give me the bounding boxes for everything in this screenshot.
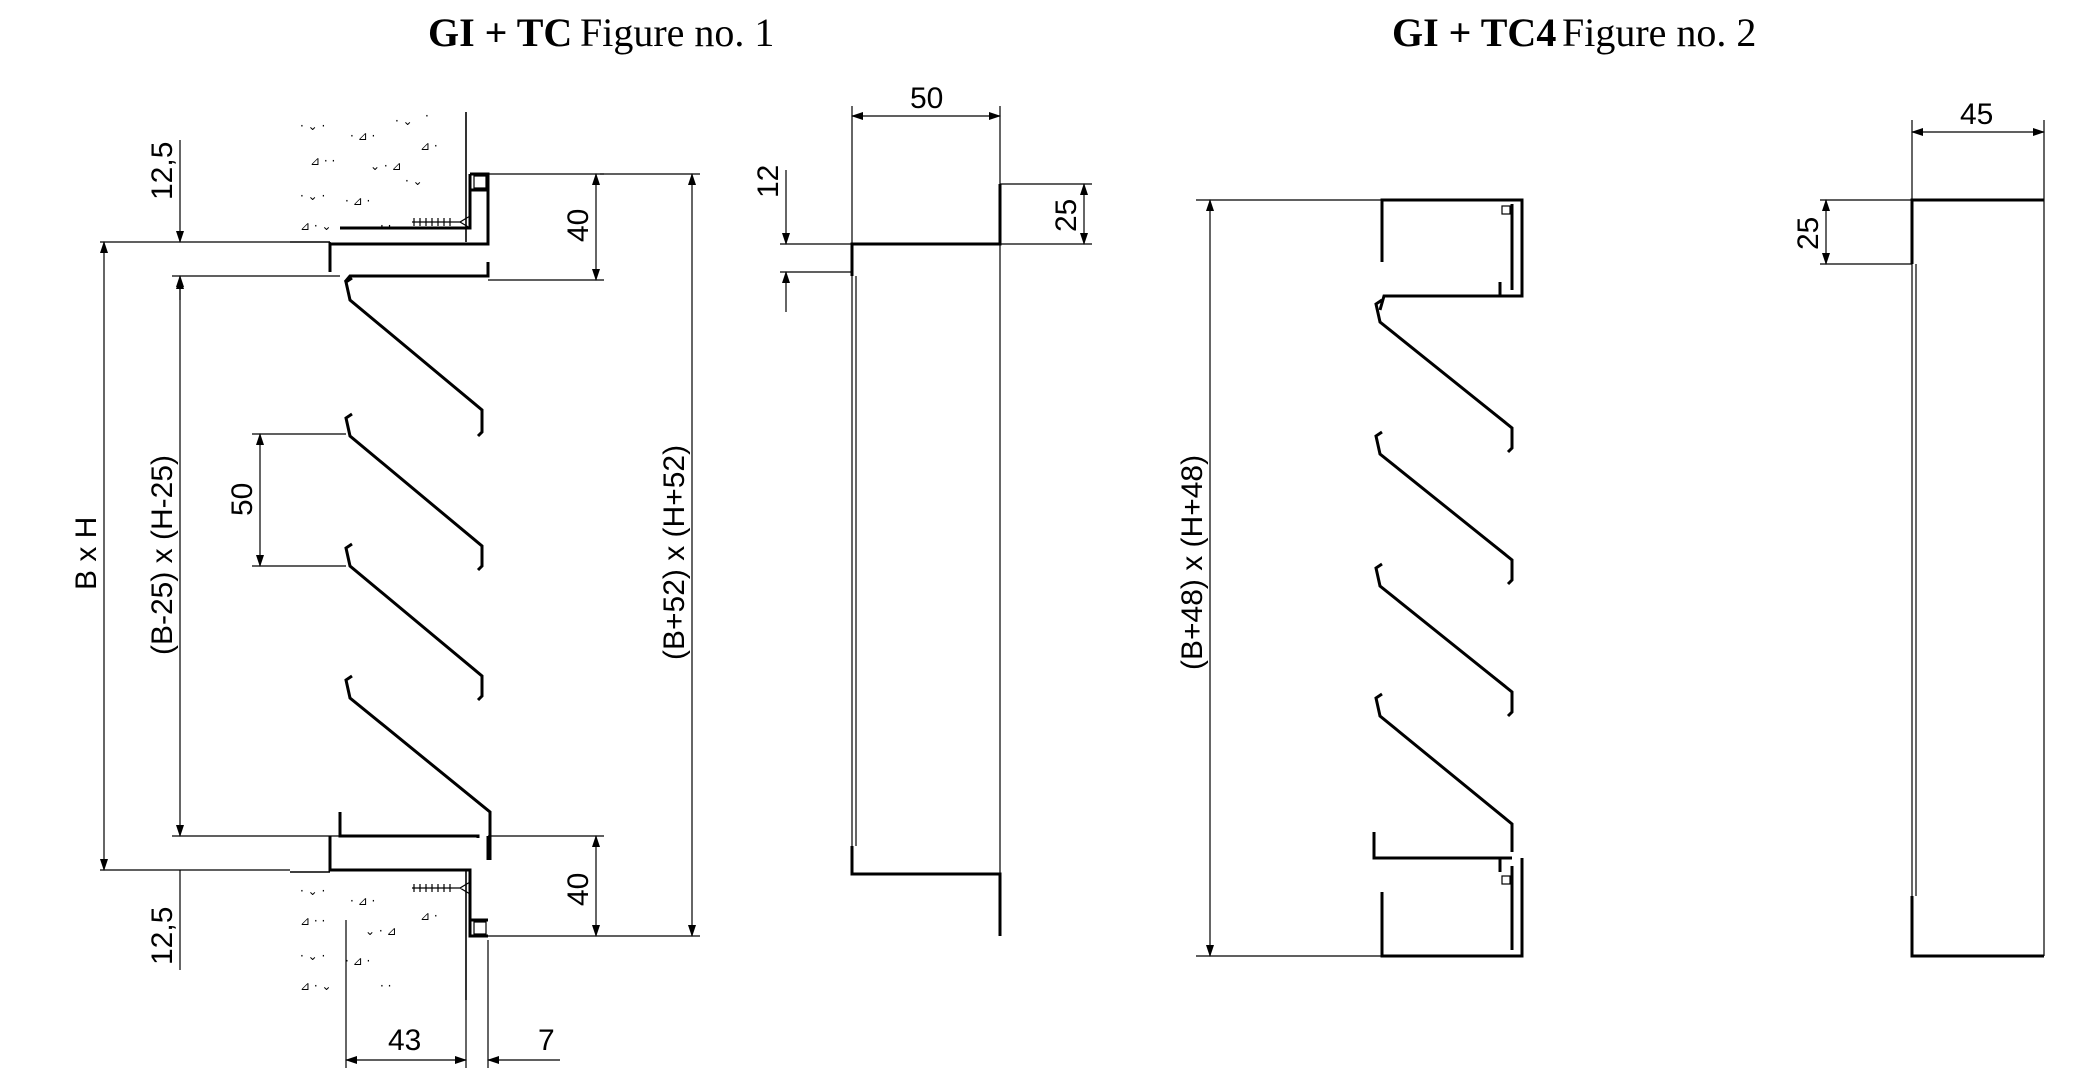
dim-side-lip: 25 — [1050, 199, 1083, 232]
louver-blade — [1374, 562, 1514, 718]
dim-side-width: 45 — [1960, 98, 1993, 131]
dim-overall: B x H — [70, 517, 103, 590]
dim-depth: 43 — [388, 1024, 421, 1057]
figure2-title-label: Figure no. 2 — [1562, 10, 1756, 55]
svg-text:· ⊿ ·: · ⊿ · — [345, 194, 370, 208]
svg-text:· ⊿ ·: · ⊿ · — [350, 129, 375, 143]
dim-side-lip: 25 — [1792, 217, 1825, 250]
dim-top-gap: 12,5 — [146, 142, 179, 200]
louver-blades — [344, 276, 492, 860]
svg-text:· ⌄: · ⌄ — [405, 174, 423, 188]
svg-text:⊿ · ·: ⊿ · · — [300, 914, 325, 928]
dim-side-width: 50 — [910, 82, 943, 115]
svg-text:· ⌄ ·: · ⌄ · — [300, 949, 325, 963]
figure1-title-code: GI + TC — [428, 10, 572, 55]
figure2-title: GI + TC4 Figure no. 2 — [1392, 10, 1756, 55]
svg-text:⊿ · ·: ⊿ · · — [310, 154, 335, 168]
svg-text:· ·: · · — [380, 219, 391, 233]
svg-text:·: · — [425, 109, 429, 123]
dim-flange: 7 — [538, 1024, 555, 1057]
figure1-side-dimensions: 50 12 25 — [752, 82, 1092, 312]
dim-bottom-gap: 12,5 — [146, 907, 179, 965]
svg-text:⊿ · ⌄: ⊿ · ⌄ — [300, 979, 332, 993]
louver-blade — [344, 276, 484, 438]
dim-frame-top: 40 — [562, 209, 595, 242]
figure2-section-view: (B+48) x (H+48) — [1176, 198, 1524, 958]
figure2-side-dimensions: 45 25 — [1792, 98, 2045, 265]
figure2-side-view: 45 25 — [1792, 98, 2045, 958]
louver-blade — [344, 542, 484, 702]
dim-inner: (B-25) x (H-25) — [146, 455, 179, 655]
figure1-title-label: Figure no. 1 — [580, 10, 774, 55]
svg-text:⊿ · ⌄: ⊿ · ⌄ — [300, 219, 332, 233]
figure1-dimensions: 12,5 B x H (B-25) x (H-25) 12,5 50 40 — [70, 140, 700, 1068]
louver-blade — [1374, 430, 1514, 586]
svg-text:⌄ · ⊿: ⌄ · ⊿ — [365, 924, 397, 938]
figure2-title-code: GI + TC4 — [1392, 10, 1556, 55]
svg-text:⊿ ·: ⊿ · — [420, 139, 438, 153]
figure1-title: GI + TC Figure no. 1 — [428, 10, 774, 55]
louver-blade — [1374, 692, 1514, 852]
figure2-dimensions: (B+48) x (H+48) — [1176, 199, 1382, 957]
louver-blade — [344, 412, 484, 572]
svg-text:⌄ · ⊿: ⌄ · ⊿ — [370, 159, 402, 173]
svg-text:· ⌄ ·: · ⌄ · — [300, 189, 325, 203]
dim-frame-bottom: 40 — [562, 873, 595, 906]
figure1-section-view: · ⌄ ·· ⊿ · · ⌄⊿ · · ⌄ · ⊿· ⌄ · · ⊿ ·· ⌄ … — [70, 109, 700, 1068]
figure1-side-view: 50 12 25 — [752, 82, 1092, 936]
dim-side-offset: 12 — [752, 165, 785, 198]
louver-blade — [1374, 298, 1514, 454]
svg-text:· ·: · · — [380, 979, 391, 993]
frame-profile-top — [328, 172, 490, 283]
frame-profile-bottom — [328, 812, 490, 938]
svg-text:· ⊿ ·: · ⊿ · — [345, 954, 370, 968]
svg-text:· ⌄ ·: · ⌄ · — [300, 884, 325, 898]
dim-outer: (B+48) x (H+48) — [1176, 455, 1209, 670]
louver-blades — [1374, 298, 1514, 852]
frame-profile-top — [1378, 198, 1524, 311]
frame-profile-bottom — [1372, 832, 1524, 958]
svg-text:· ⌄ ·: · ⌄ · — [300, 119, 325, 133]
svg-text:⊿ ·: ⊿ · — [420, 909, 438, 923]
svg-text:· ⊿ ·: · ⊿ · — [350, 894, 375, 908]
dim-outer: (B+52) x (H+52) — [658, 445, 691, 660]
concrete-wall-bottom: · ⌄ · · ⊿ · ⊿ · · ⌄ · ⊿ · ⌄ · · ⊿ · ⊿ · ⌄ · … — [290, 870, 467, 1000]
dim-blade-pitch: 50 — [226, 483, 259, 516]
louver-blade — [344, 674, 492, 860]
concrete-wall-top: · ⌄ ·· ⊿ · · ⌄⊿ · · ⌄ · ⊿· ⌄ · · ⊿ ·· ⌄ … — [290, 109, 467, 246]
svg-text:· ⌄: · ⌄ — [395, 114, 413, 128]
